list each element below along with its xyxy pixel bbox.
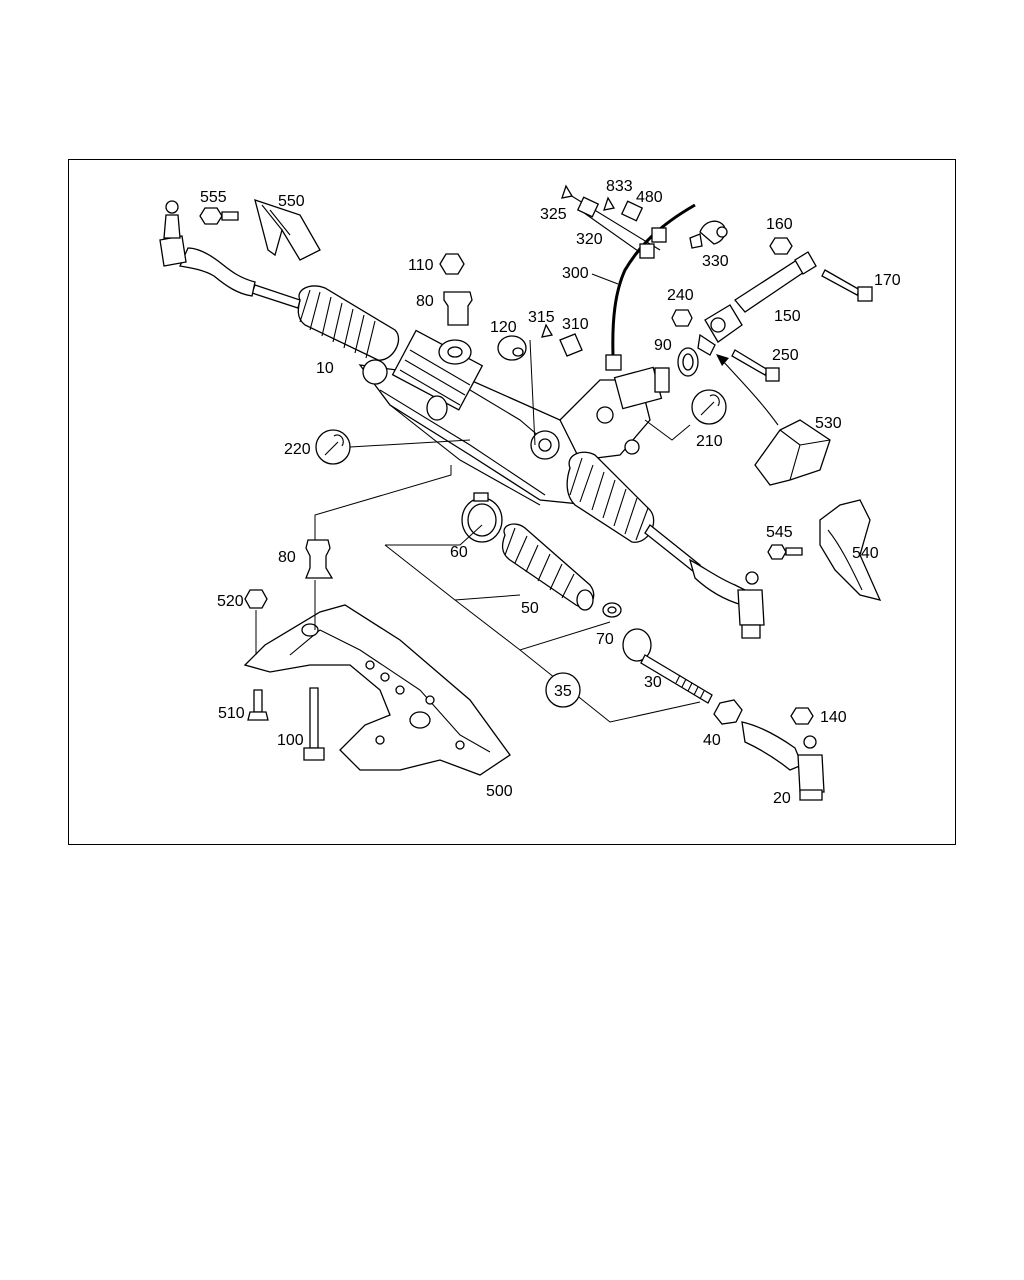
bolt-545 bbox=[767, 544, 803, 560]
subframe-500 bbox=[243, 604, 511, 776]
callout-210: 210 bbox=[696, 433, 723, 450]
callout-545: 545 bbox=[766, 524, 793, 541]
clip-330 bbox=[689, 220, 728, 249]
callout-250: 250 bbox=[772, 347, 799, 364]
callouts: 555 550 833 480 325 320 330 160 110 300 … bbox=[200, 178, 901, 807]
callout-35: 35 bbox=[554, 683, 572, 700]
steering-rack-housing bbox=[358, 329, 670, 506]
nut-40 bbox=[713, 699, 743, 725]
wrench-icon-220 bbox=[315, 429, 351, 465]
callout-100: 100 bbox=[277, 732, 304, 749]
callout-300: 300 bbox=[562, 265, 589, 282]
shield-540 bbox=[819, 499, 882, 601]
callout-555: 555 bbox=[200, 189, 227, 206]
right-tie-rod bbox=[644, 524, 765, 639]
cable-connector bbox=[605, 354, 622, 371]
callout-833: 833 bbox=[606, 178, 633, 195]
wrench-icon-210 bbox=[691, 389, 727, 425]
callout-110: 110 bbox=[408, 257, 434, 274]
plug-120 bbox=[497, 335, 527, 361]
nut-240 bbox=[671, 309, 693, 327]
bolt-510 bbox=[247, 689, 269, 721]
callout-circle-35 bbox=[545, 672, 581, 708]
harness-cable bbox=[611, 203, 696, 356]
callout-325: 325 bbox=[540, 206, 567, 223]
clamp-60 bbox=[461, 492, 503, 543]
callout-160: 160 bbox=[766, 216, 793, 233]
inner-tie-rod-30 bbox=[622, 628, 713, 704]
callout-540: 540 bbox=[852, 545, 879, 562]
bolt-170 bbox=[821, 269, 873, 302]
callout-530: 530 bbox=[815, 415, 842, 432]
tie-rod-end-20 bbox=[741, 721, 825, 801]
diagram-frame bbox=[68, 159, 956, 845]
callout-80-top: 80 bbox=[416, 293, 434, 310]
callout-70: 70 bbox=[596, 631, 614, 648]
callout-80-lower: 80 bbox=[278, 549, 296, 566]
callout-310: 310 bbox=[562, 316, 589, 333]
bolt-250 bbox=[731, 349, 780, 382]
left-tie-rod bbox=[159, 200, 301, 309]
callout-10: 10 bbox=[316, 360, 334, 377]
bellows-50 bbox=[501, 523, 595, 611]
callout-140: 140 bbox=[820, 709, 847, 726]
callout-30: 30 bbox=[644, 674, 662, 691]
callout-500: 500 bbox=[486, 783, 513, 800]
intermediate-shaft-150 bbox=[697, 251, 817, 356]
nut-140 bbox=[790, 707, 814, 725]
callout-20: 20 bbox=[773, 790, 791, 807]
arrow-530 bbox=[721, 359, 779, 426]
callout-40: 40 bbox=[703, 732, 721, 749]
left-bellows bbox=[297, 285, 400, 361]
callout-330: 330 bbox=[702, 253, 729, 270]
callout-520: 520 bbox=[217, 593, 244, 610]
bushing-80-top bbox=[443, 291, 473, 326]
callout-60: 60 bbox=[450, 544, 468, 561]
right-bellows bbox=[566, 451, 655, 543]
callout-480: 480 bbox=[636, 189, 663, 206]
callout-170: 170 bbox=[874, 272, 901, 289]
clamp-70 bbox=[602, 602, 622, 618]
callout-120: 120 bbox=[490, 319, 517, 336]
callout-320: 320 bbox=[576, 231, 603, 248]
nut-110 bbox=[439, 253, 465, 275]
callout-90: 90 bbox=[654, 337, 672, 354]
callout-510: 510 bbox=[218, 705, 245, 722]
nut-520 bbox=[244, 589, 268, 609]
seal-90 bbox=[677, 347, 699, 377]
bracket-530 bbox=[754, 419, 831, 486]
sensor-group-320 bbox=[561, 184, 667, 259]
callout-50: 50 bbox=[521, 600, 539, 617]
callout-150: 150 bbox=[774, 308, 801, 325]
callout-220: 220 bbox=[284, 441, 311, 458]
callout-315: 315 bbox=[528, 309, 555, 326]
leader-lines bbox=[255, 273, 701, 723]
washer-160 bbox=[769, 237, 793, 255]
callout-240: 240 bbox=[667, 287, 694, 304]
sensor-310 bbox=[541, 323, 583, 357]
bolt-555 bbox=[199, 207, 239, 225]
bushing-80-lower bbox=[305, 539, 334, 579]
bracket-550 bbox=[254, 199, 321, 261]
callout-550: 550 bbox=[278, 193, 305, 210]
bolt-100 bbox=[303, 687, 325, 761]
